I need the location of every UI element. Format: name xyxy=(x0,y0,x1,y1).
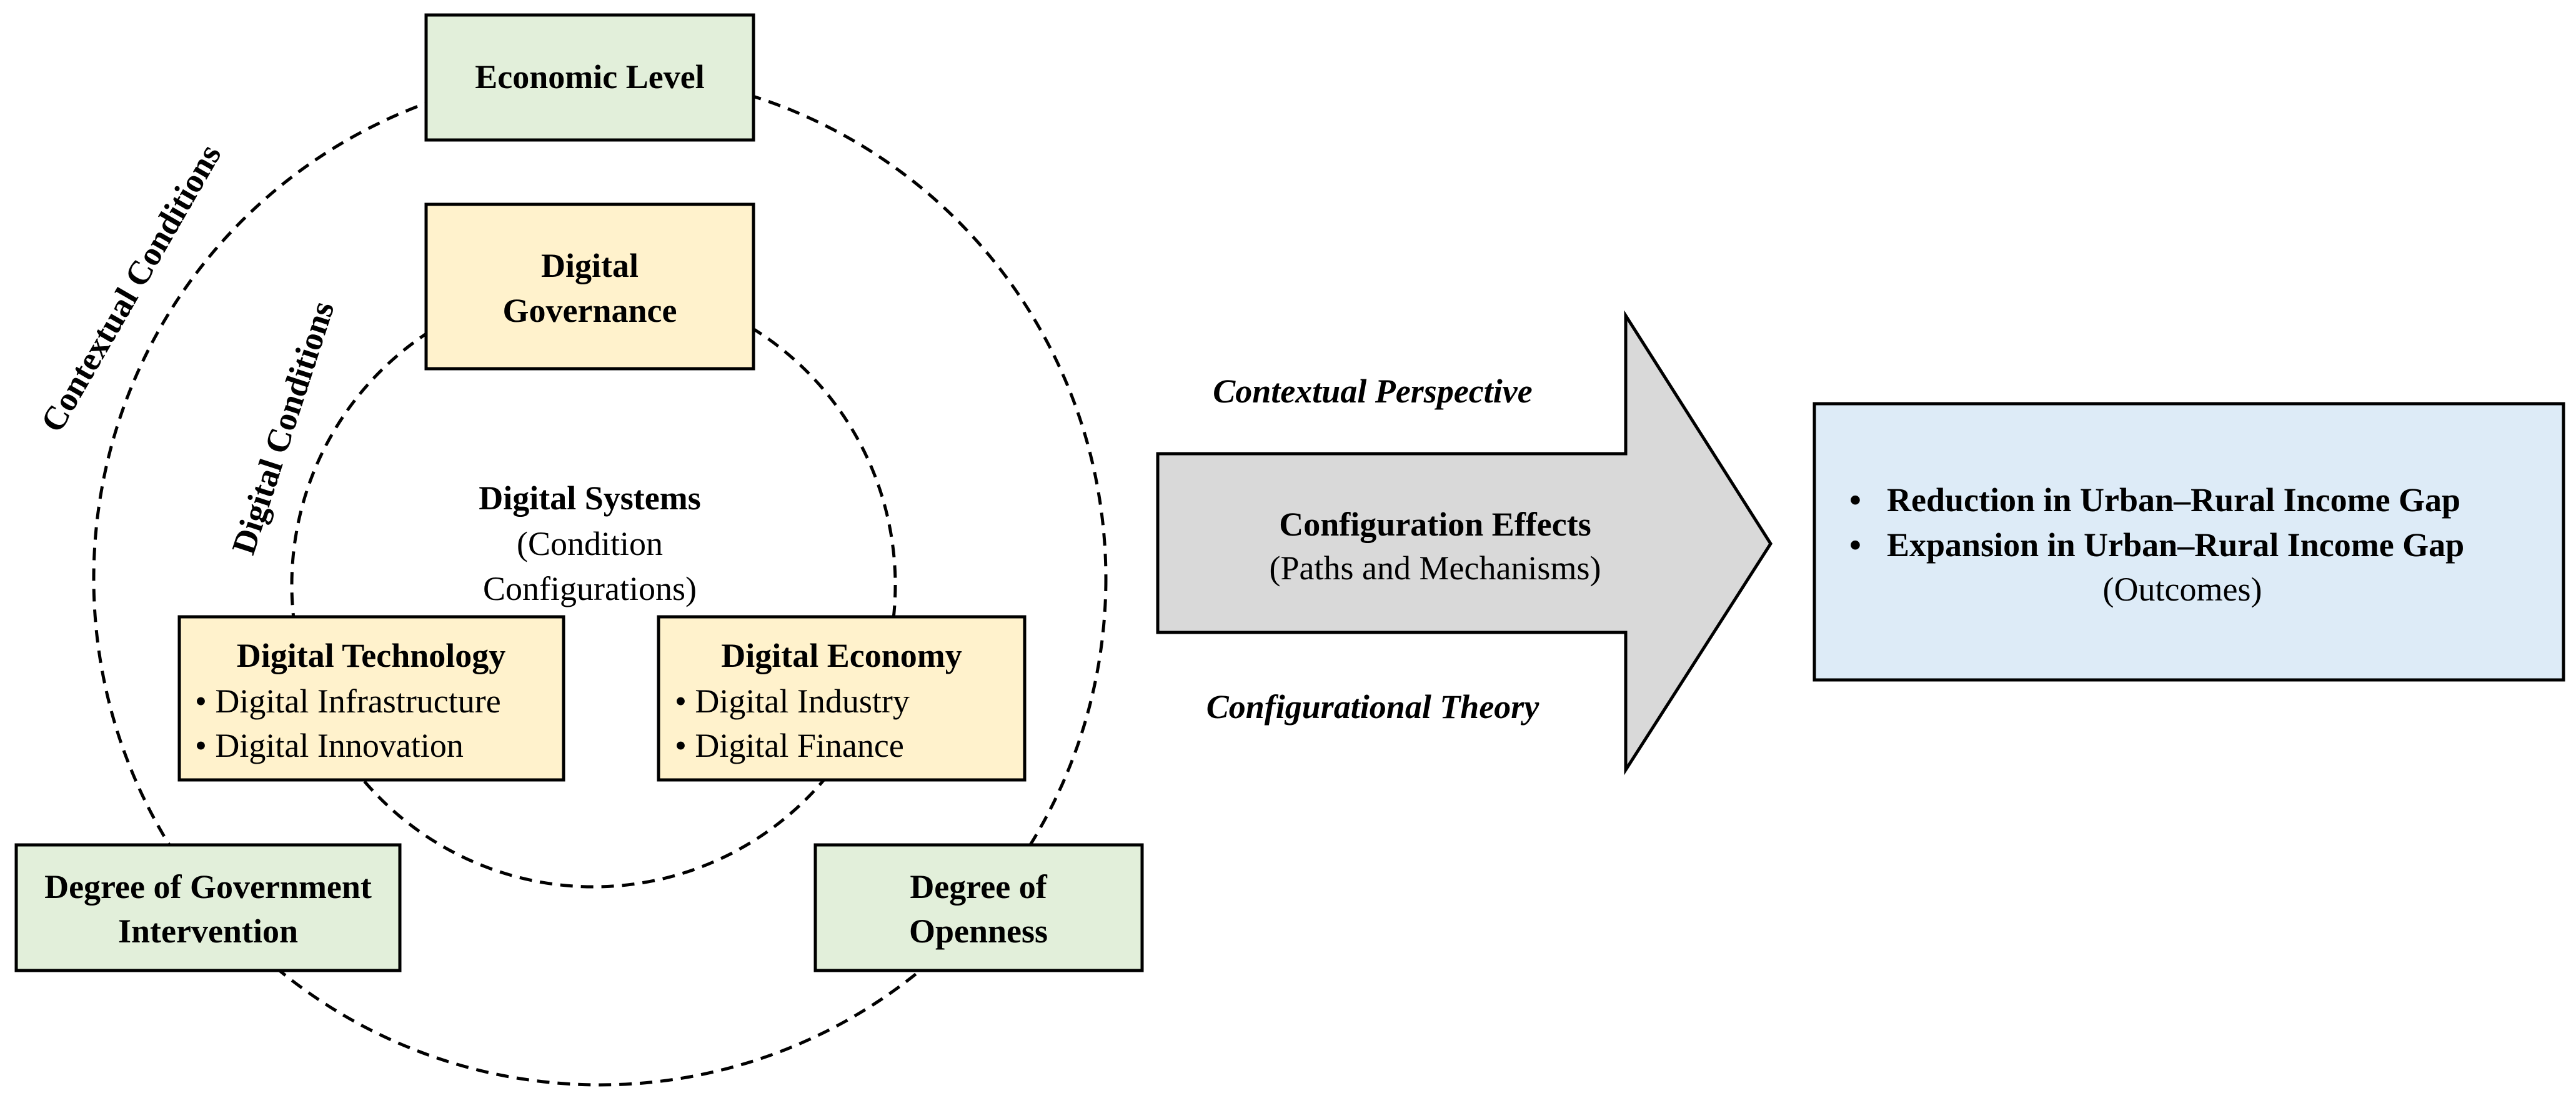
svg-text:• Digital Finance: • Digital Finance xyxy=(675,727,904,764)
digital-governance-box: Digital Governance xyxy=(424,202,755,371)
outcome-bullet: • xyxy=(1849,526,1861,564)
svg-text:Digital: Digital xyxy=(541,247,639,284)
outcome-bullet: • xyxy=(1849,481,1861,519)
svg-text:• Digital Innovation: • Digital Innovation xyxy=(195,727,464,764)
openness-box: Degree of Openness xyxy=(813,843,1144,972)
government-intervention-box: Degree of Government Intervention xyxy=(14,843,402,972)
svg-text:Governance: Governance xyxy=(503,292,677,329)
svg-text:Digital Systems: Digital Systems xyxy=(479,479,700,517)
svg-text:Intervention: Intervention xyxy=(118,912,298,950)
digital-economy-box: Digital Economy • Digital Industry • Dig… xyxy=(657,615,1027,782)
configuration-effects-arrow xyxy=(1156,310,1773,776)
configuration-effects-label: Configuration Effects (Paths and Mechani… xyxy=(1270,506,1601,587)
outcome-expansion: Expansion in Urban–Rural Income Gap xyxy=(1887,526,2464,564)
svg-text:• Digital Industry: • Digital Industry xyxy=(675,682,910,720)
contextual-perspective-label: Contextual Perspective xyxy=(1213,372,1532,410)
svg-text:• Digital Infrastructure: • Digital Infrastructure xyxy=(195,682,501,720)
svg-text:Configurations): Configurations) xyxy=(483,570,697,607)
inner-digital-ring xyxy=(290,281,897,889)
digital-technology-box: Digital Technology • Digital Infrastruct… xyxy=(177,615,565,782)
configurational-theory-label: Configurational Theory xyxy=(1206,688,1540,726)
svg-text:Configuration Effects: Configuration Effects xyxy=(1279,506,1591,543)
outer-context-ring xyxy=(92,71,1108,1087)
outcomes-box: • Reduction in Urban–Rural Income Gap • … xyxy=(1813,402,2565,682)
svg-text:Degree of: Degree of xyxy=(910,868,1047,906)
outcomes-caption: (Outcomes) xyxy=(2103,571,2262,608)
outcome-reduction: Reduction in Urban–Rural Income Gap xyxy=(1887,481,2460,519)
svg-text:(Condition: (Condition xyxy=(517,525,663,562)
svg-text:(Paths and Mechanisms): (Paths and Mechanisms) xyxy=(1270,549,1601,587)
digital-systems-label: Digital Systems (Condition Configuration… xyxy=(479,479,700,607)
svg-text:Openness: Openness xyxy=(909,912,1048,950)
svg-text:Economic Level: Economic Level xyxy=(475,58,704,96)
svg-text:Digital Technology: Digital Technology xyxy=(237,637,506,674)
contextual-conditions-label: Contextual Conditions xyxy=(33,138,228,439)
svg-text:Digital Economy: Digital Economy xyxy=(721,637,962,674)
economic-level-box: Economic Level xyxy=(424,13,755,142)
svg-text:Degree of Government: Degree of Government xyxy=(44,868,372,906)
digital-conditions-label: Digital Conditions xyxy=(224,297,341,559)
